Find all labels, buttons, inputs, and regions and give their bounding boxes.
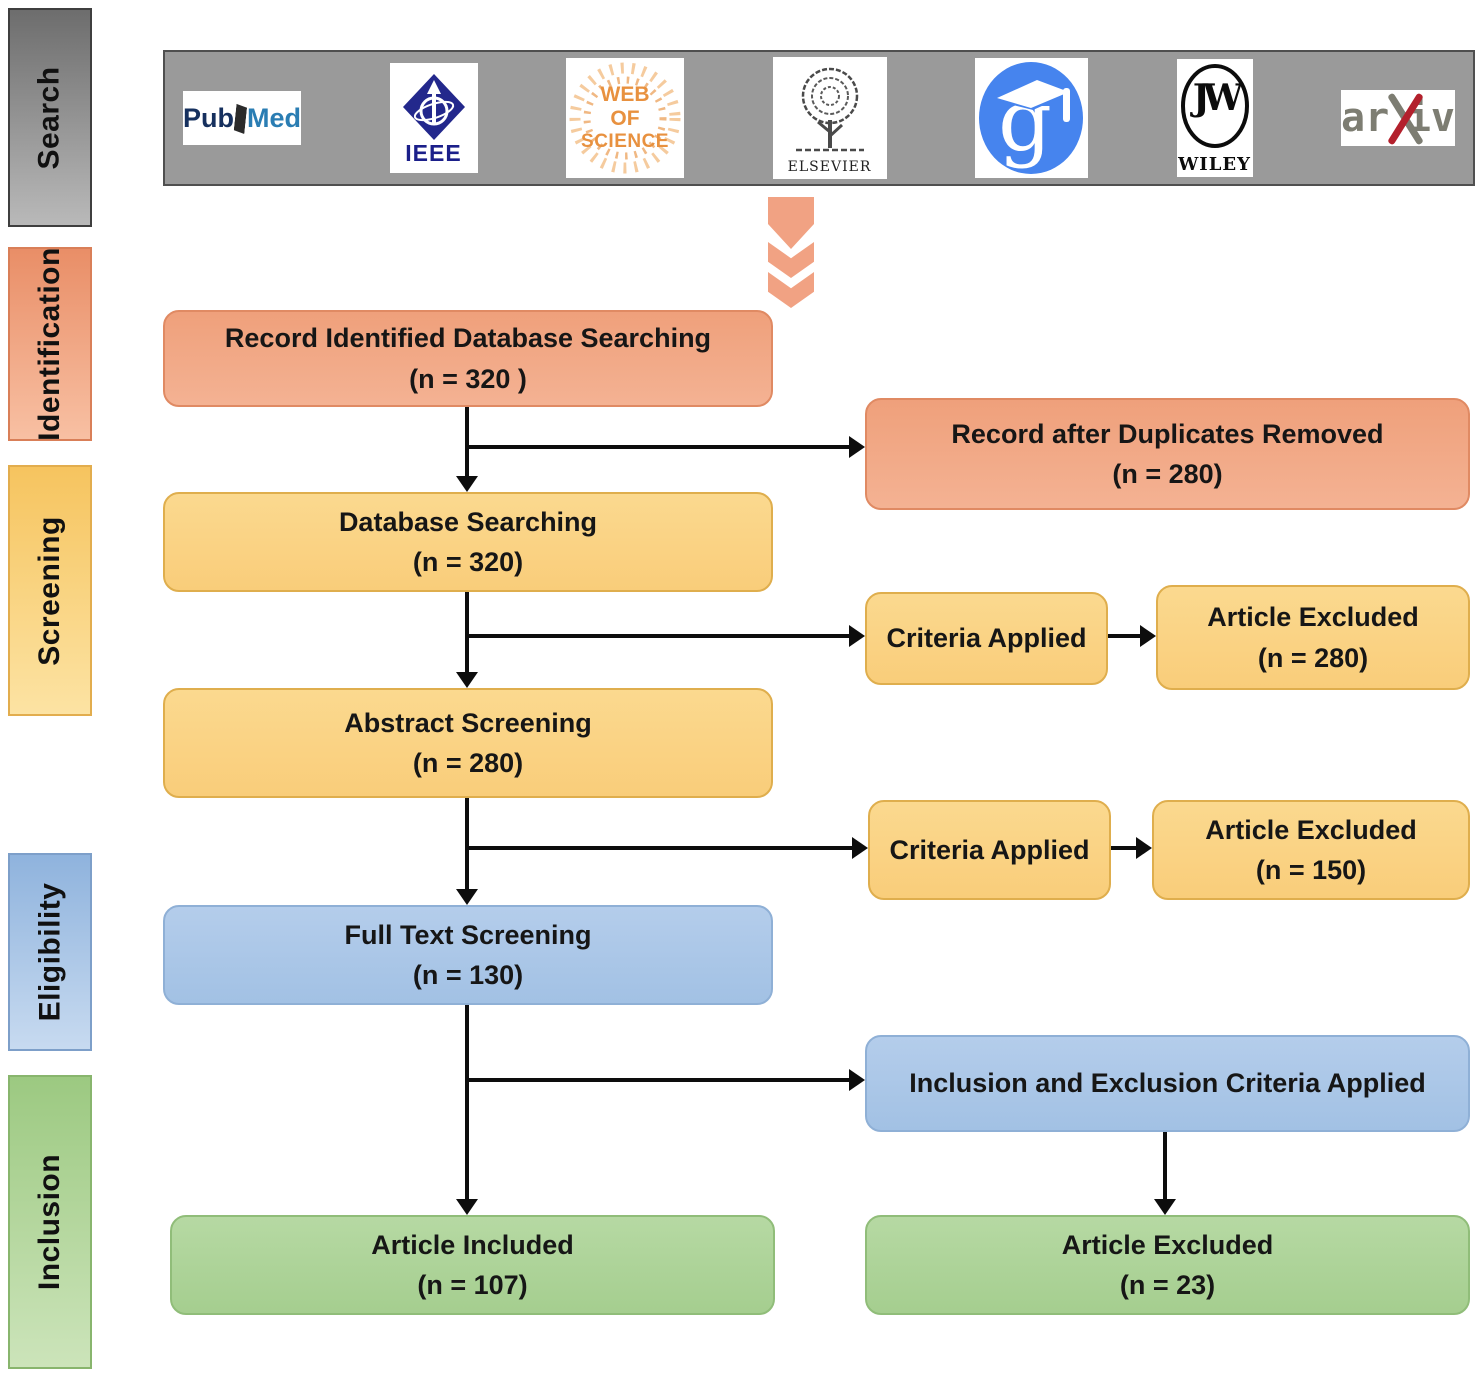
web-of-science-logo: WEB OF SCIENCE — [566, 58, 684, 178]
node-label: Article Included — [371, 1229, 574, 1260]
wos-line2: OF — [610, 107, 640, 131]
arrowhead-right-icon — [849, 625, 865, 647]
node-label: Inclusion and Exclusion Criteria Applied — [909, 1068, 1426, 1099]
connector-line — [465, 1005, 469, 1201]
web-of-science-text: WEB OF SCIENCE — [581, 83, 669, 153]
dotted-ring-icon — [569, 62, 681, 174]
wiley-ring-icon — [1180, 63, 1249, 148]
chevron-down-icon — [768, 197, 814, 249]
ieee-logo-text: IEEE — [405, 139, 462, 166]
wiley-logo: JW WILEY — [1176, 59, 1253, 177]
node-label: Article Excluded — [1061, 1229, 1274, 1260]
stage-label-eligibility: Eligibility — [8, 853, 92, 1051]
node-label: Abstract Screening — [344, 707, 592, 738]
database-search-bar: Pub Med IEEE WEB OF SCIENCE — [163, 50, 1475, 186]
wos-line1: WEB — [600, 82, 650, 106]
stage-label-text: Search — [33, 65, 67, 170]
pubmed-logo-text-pub: Pub — [183, 102, 234, 133]
node-database-searching: Database Searching (n = 320) — [163, 492, 773, 592]
connector-line — [1111, 846, 1137, 850]
stage-label-screening: Screening — [8, 465, 92, 716]
arrowhead-right-icon — [1140, 625, 1156, 647]
ieee-diamond-icon — [402, 73, 465, 140]
ieee-logo: IEEE — [389, 63, 478, 173]
connector-line — [467, 445, 849, 449]
node-count: (n = 280) — [1112, 459, 1223, 489]
wiley-monogram: JW — [1192, 77, 1243, 119]
pubmed-logo-text-med: Med — [247, 102, 301, 133]
wiley-logo-text: WILEY — [1178, 153, 1251, 175]
wos-line3: SCIENCE — [581, 131, 669, 153]
stage-label-text: Inclusion — [33, 1153, 66, 1291]
node-article-excluded-final: Article Excluded (n = 23) — [865, 1215, 1470, 1315]
node-count: (n = 150) — [1255, 855, 1367, 885]
connector-line — [1108, 634, 1141, 638]
node-inclusion-exclusion-criteria: Inclusion and Exclusion Criteria Applied — [865, 1035, 1470, 1132]
node-record-identified: Record Identified Database Searching (n … — [163, 310, 773, 407]
arrowhead-right-icon — [1136, 837, 1152, 859]
node-criteria-applied-2: Criteria Applied — [868, 800, 1111, 900]
arrowhead-down-icon — [456, 889, 478, 905]
stage-label-identification: Identification — [8, 247, 92, 441]
arxiv-logo: ar iv — [1341, 90, 1455, 146]
node-article-excluded-2: Article Excluded (n = 150) — [1152, 800, 1470, 900]
pubmed-logo: Pub Med — [183, 91, 301, 145]
connector-line — [467, 634, 849, 638]
arrowhead-down-icon — [456, 1199, 478, 1215]
open-book-icon — [233, 102, 247, 134]
stage-label-text: Screening — [33, 515, 66, 666]
elsevier-logo-text: ELSEVIER — [787, 158, 872, 175]
elsevier-tree-icon — [795, 67, 864, 151]
connector-line — [465, 798, 469, 891]
connector-line — [465, 407, 469, 480]
connector-line — [1163, 1132, 1167, 1201]
arxiv-text-ar: ar — [1341, 95, 1390, 141]
stage-label-search: Search — [8, 8, 92, 227]
arrowhead-down-icon — [456, 476, 478, 492]
connector-line — [467, 846, 852, 850]
node-label: Record after Duplicates Removed — [951, 418, 1384, 449]
node-full-text-screening: Full Text Screening (n = 130) — [163, 905, 773, 1005]
google-scholar-icon: g — [979, 62, 1083, 174]
google-scholar-logo: g — [975, 58, 1088, 178]
arrowhead-right-icon — [849, 436, 865, 458]
node-label: Database Searching — [338, 506, 598, 537]
node-article-excluded-1: Article Excluded (n = 280) — [1156, 585, 1470, 690]
node-label: Article Excluded — [1207, 602, 1419, 632]
arrowhead-down-icon — [1154, 1199, 1176, 1215]
node-label: Record Identified Database Searching — [224, 323, 712, 353]
stage-label-text: Eligibility — [33, 882, 67, 1022]
elsevier-logo: ELSEVIER — [772, 57, 887, 179]
arrowhead-right-icon — [852, 837, 868, 859]
node-count: (n = 320 ) — [409, 363, 527, 394]
arrowhead-right-icon — [849, 1069, 865, 1091]
node-label: Full Text Screening — [344, 919, 592, 950]
connector-line — [467, 1078, 849, 1082]
node-criteria-applied-1: Criteria Applied — [865, 592, 1108, 685]
node-count: (n = 130) — [412, 960, 524, 990]
node-count: (n = 320) — [412, 547, 524, 577]
node-count: (n = 280) — [412, 748, 524, 778]
node-label: Criteria Applied — [886, 623, 1087, 654]
arxiv-x-icon — [1387, 92, 1425, 146]
stage-label-text: Identification — [33, 247, 67, 441]
node-count: (n = 107) — [417, 1270, 528, 1300]
node-abstract-screening: Abstract Screening (n = 280) — [163, 688, 773, 798]
node-label: Article Excluded — [1205, 814, 1417, 845]
node-label: Criteria Applied — [889, 834, 1090, 865]
node-article-included: Article Included (n = 107) — [170, 1215, 775, 1315]
arrowhead-down-icon — [456, 672, 478, 688]
node-duplicates-removed: Record after Duplicates Removed (n = 280… — [865, 398, 1470, 510]
stage-label-inclusion: Inclusion — [8, 1075, 92, 1369]
node-count: (n = 23) — [1119, 1270, 1216, 1300]
node-count: (n = 280) — [1257, 642, 1369, 673]
